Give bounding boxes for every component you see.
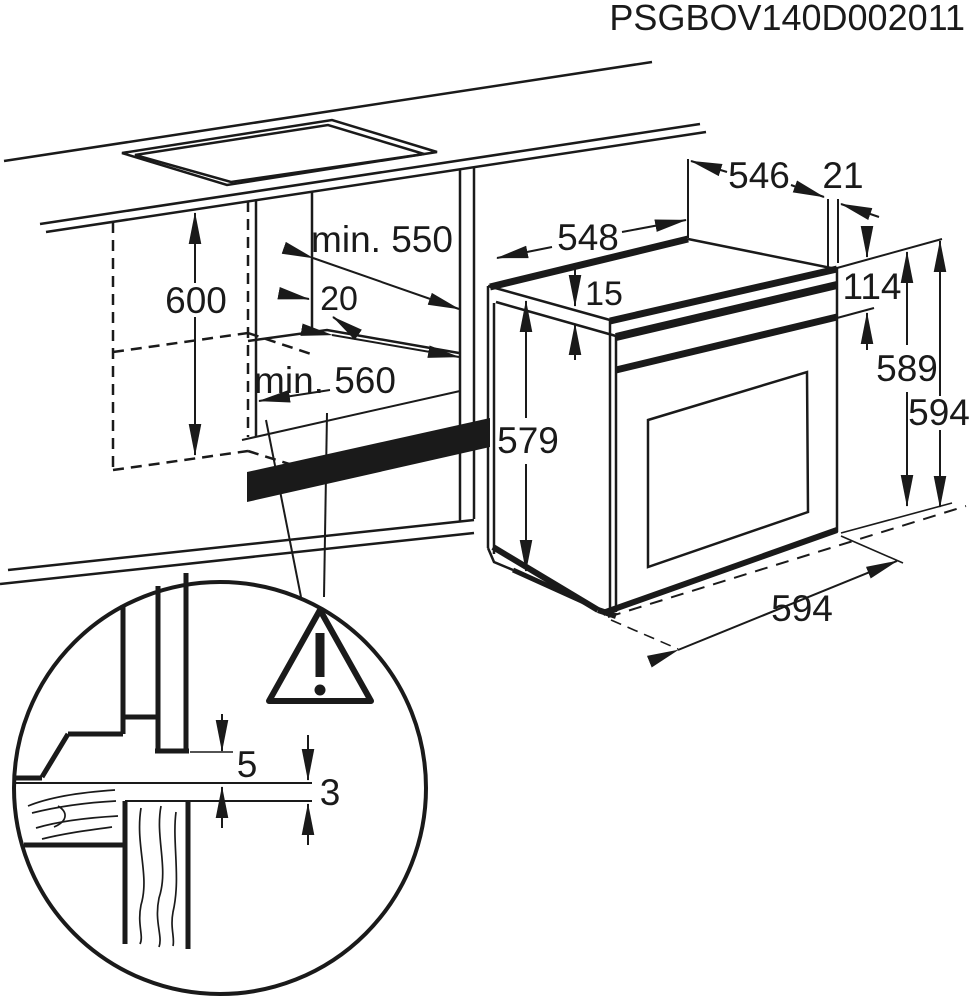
hob-cutout-inner [134, 123, 425, 184]
oven-front-top-band [609, 265, 838, 325]
oven-top-back-edge [687, 237, 837, 271]
dim-min560-arrow [300, 323, 460, 358]
oven-door-window [646, 370, 810, 569]
dim-546-arrow-left [690, 160, 728, 177]
dim-3-label: 3 [320, 772, 341, 813]
detail-callout-circle: 5 3 [12, 573, 428, 996]
dim-589-label: 589 [876, 348, 938, 389]
cabinet-view: 600 min. 550 20 min. 560 [0, 60, 707, 598]
detail-circle [12, 580, 428, 996]
cabinet-bottom-edge [241, 390, 461, 441]
worktop-back-edge [3, 60, 653, 163]
oven-door-top-band [615, 313, 838, 374]
hob-cutout-outer [121, 118, 438, 187]
dim-5-label: 5 [237, 744, 258, 785]
oven-left-step-edge [495, 300, 617, 338]
dim-114-label: 114 [843, 266, 902, 307]
dim-579-label: 579 [497, 420, 559, 461]
oven-view: 594 548 546 21 15 579 114 589 [486, 155, 969, 668]
dim-min560-label: min. 560 [254, 360, 396, 401]
dim-546-arrow-right [790, 180, 825, 198]
floor-line-upper [7, 518, 475, 572]
dim-20-label: 20 [320, 280, 358, 318]
dim-min550-arrow [281, 241, 460, 310]
section-profile [15, 573, 189, 781]
oven-control-band [615, 281, 838, 341]
dim-548-arrow-left [496, 245, 553, 259]
warning-triangle-icon [266, 607, 374, 704]
dim-594-bottom-label: 594 [771, 588, 833, 629]
plinth-recess-black [247, 418, 490, 502]
callout-wedge-right [323, 412, 328, 598]
dim-600-label: 600 [165, 280, 227, 321]
drawing-code-label: PSGBOV140D002011 [609, 0, 965, 38]
dim-min560-arrow-left [258, 389, 331, 403]
dim-21-arrow [840, 203, 880, 220]
ref-line-door-bottom [840, 502, 953, 534]
floor-line-lower [0, 531, 475, 586]
dim-15-label: 15 [585, 275, 623, 313]
dim-594-right-label: 594 [908, 392, 969, 433]
worktop-front-edge-lower [45, 130, 707, 234]
worktop-front-edge-upper [39, 122, 701, 226]
ref-line-door-top [836, 307, 875, 319]
wood-grain-texture [27, 789, 178, 948]
dim-min550-label: min. 550 [311, 219, 453, 260]
dim-594-bottom-arrow [646, 560, 898, 668]
dim-20-arrow-left [277, 286, 310, 300]
ref-line-frame-top [836, 238, 943, 269]
niche-shelf-edges [247, 328, 460, 355]
callout-wedge-left [265, 419, 302, 598]
oven-width-ext-right [840, 535, 904, 564]
oven-left-top-edge [487, 284, 611, 322]
oven-foot-inner [511, 567, 588, 606]
dim-21-label: 21 [822, 155, 863, 196]
dim-548-label: 548 [557, 217, 619, 258]
dim-548-arrow-right [621, 219, 687, 233]
oven-top-left-edge [489, 235, 689, 291]
oven-foot-step [486, 547, 514, 572]
dim-546-label: 546 [728, 155, 790, 196]
oven-width-ext-left [610, 619, 679, 650]
